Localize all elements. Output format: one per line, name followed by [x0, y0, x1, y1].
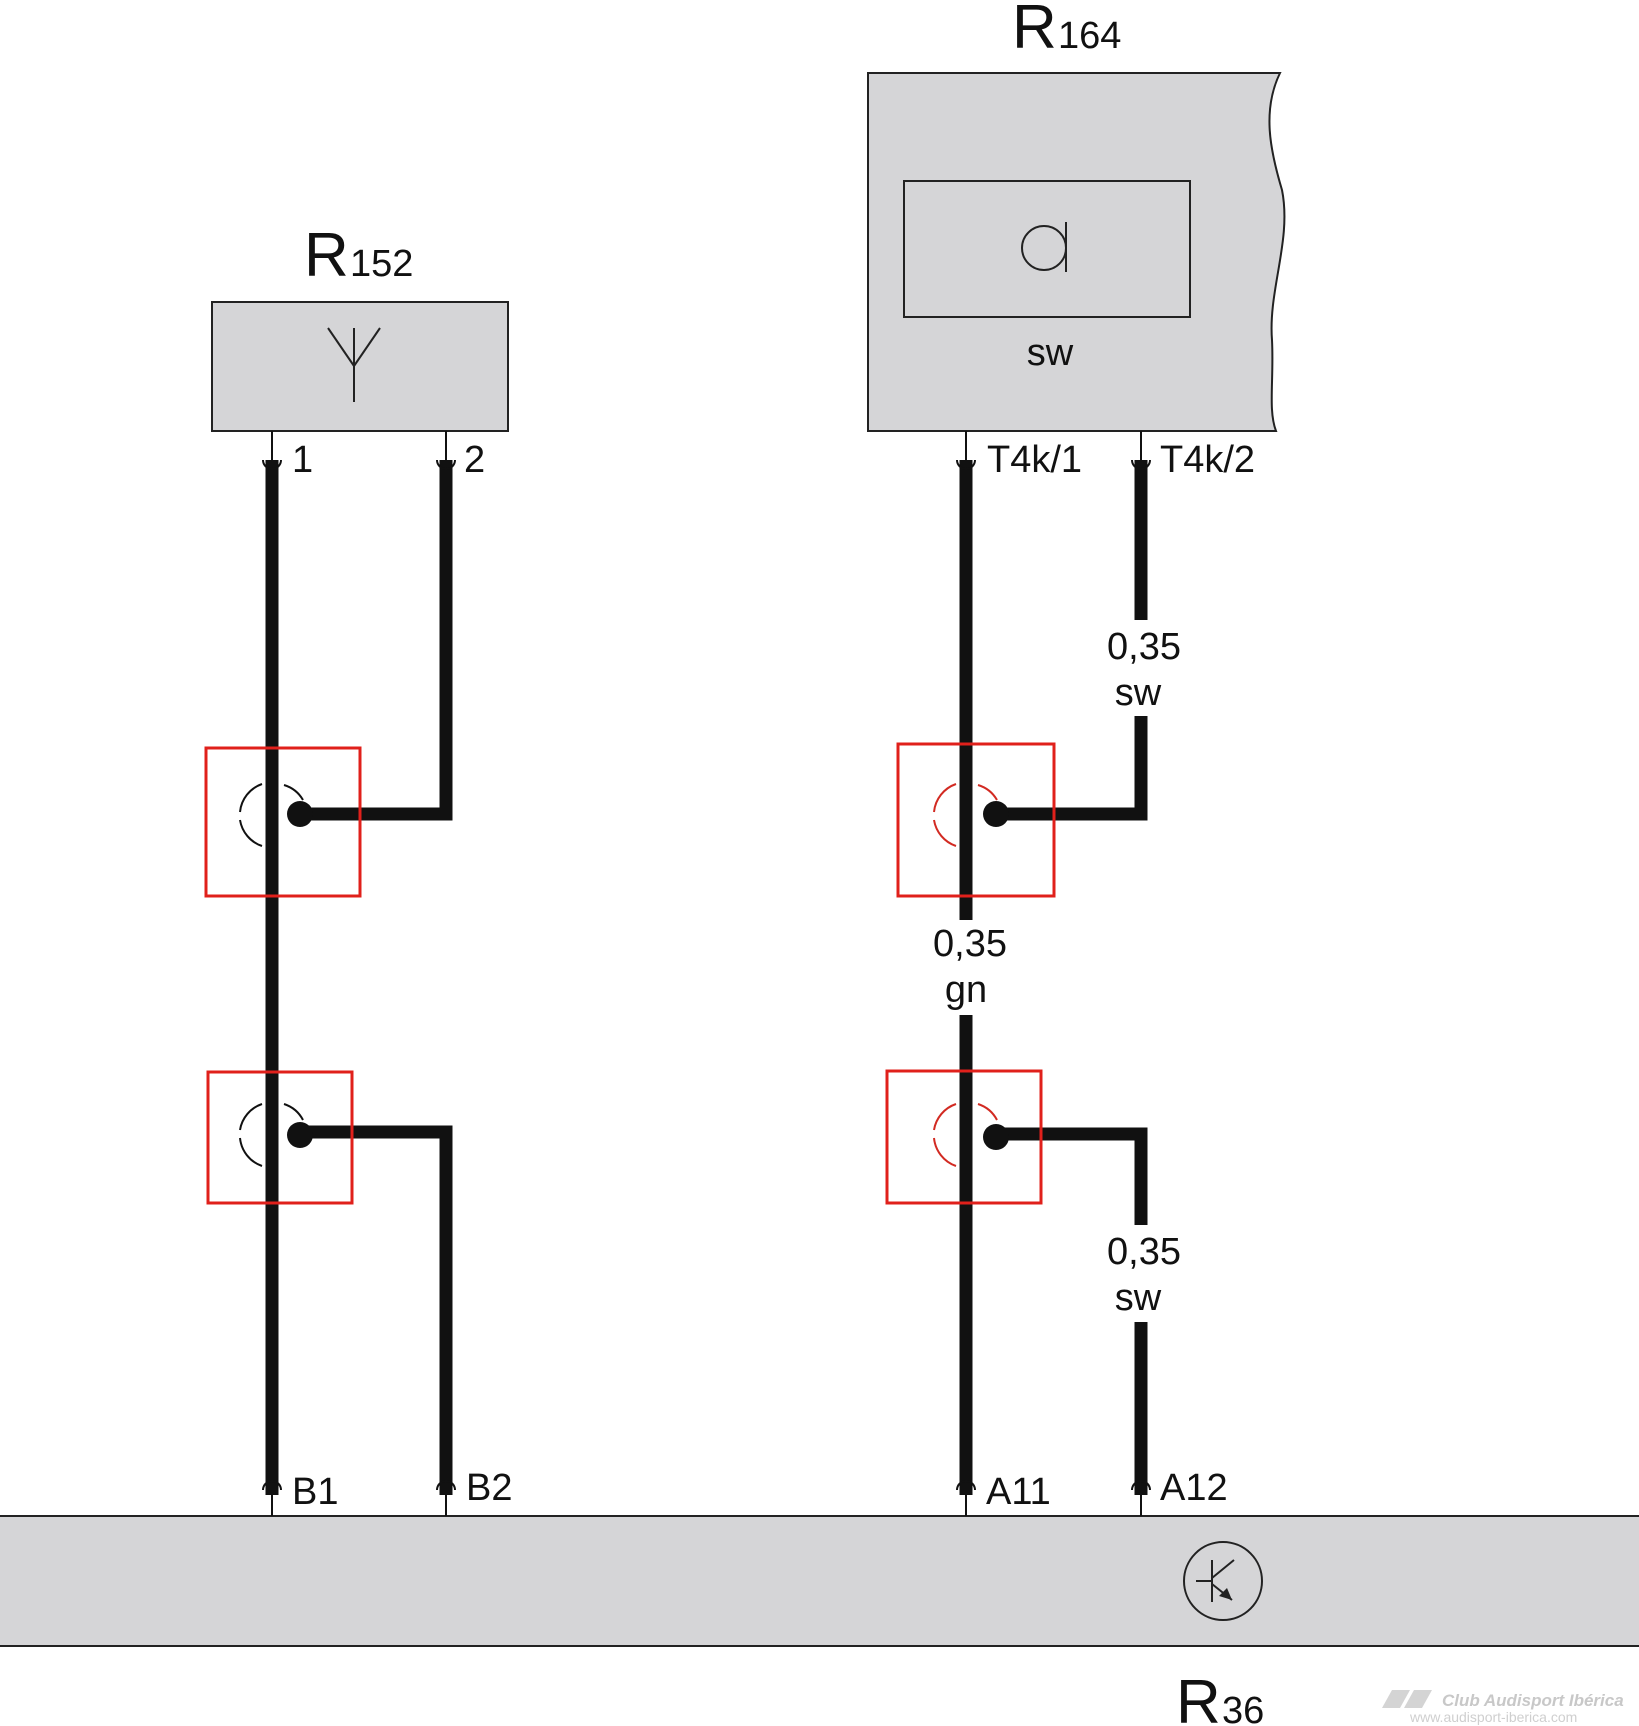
watermark-url: www.audisport-iberica.com	[1409, 1709, 1577, 1725]
highlight-box-r152-upper	[204, 746, 362, 898]
speaker-icon	[1021, 222, 1067, 272]
r164-label-number: 164	[1058, 15, 1121, 57]
component-r164: sw R 164	[867, 0, 1286, 432]
wire-size-a12: 0,35	[1107, 1231, 1181, 1273]
wire-size-t4k2: 0,35	[1107, 626, 1181, 668]
shield-junction-dot	[287, 1122, 313, 1148]
wire-r152-2-shield-upper	[300, 460, 453, 821]
pin-connector-r152-2	[436, 431, 456, 472]
pin-label-t4k1: T4k/1	[987, 439, 1082, 481]
shield-junction-dot	[983, 801, 1009, 827]
pin-label-r152-1: 1	[292, 439, 313, 481]
shield-junctions-left	[239, 783, 313, 1167]
pin-label-t4k2: T4k/2	[1160, 439, 1255, 481]
pin-connector-t4k1	[956, 431, 976, 472]
pin-connectors-top	[262, 431, 1151, 472]
pin-connector-b2	[436, 1480, 456, 1516]
component-r152: R 152	[211, 221, 509, 432]
pin-label-a12: A12	[1160, 1467, 1228, 1509]
pin-label-r152-2: 2	[464, 439, 485, 481]
wires-right	[959, 460, 1148, 1495]
wire-b2-shield-lower	[300, 1125, 453, 1495]
pin-label-a11: A11	[986, 1471, 1051, 1513]
highlight-boxes	[204, 742, 1056, 1205]
pin-label-b1: B1	[292, 1471, 338, 1513]
r152-label-number: 152	[350, 243, 413, 285]
wire-t4k2-shield	[996, 716, 1148, 821]
r164-label-letter: R	[1012, 0, 1057, 62]
highlight-box-r164-lower	[885, 1069, 1043, 1205]
wire-color-a12: sw	[1115, 1277, 1162, 1319]
pin-connector-a12	[1131, 1480, 1151, 1516]
watermark-logo-icon	[1382, 1690, 1432, 1708]
shield-junction-dot	[287, 801, 313, 827]
r36-label-letter: R	[1176, 1668, 1221, 1726]
pin-connector-a11	[956, 1480, 976, 1516]
component-r36: R 36	[0, 1515, 1639, 1726]
pin-connectors-bottom	[262, 1480, 1151, 1516]
shield-junctions-right	[933, 783, 1009, 1167]
highlight-box-r152-lower	[206, 1070, 354, 1205]
r164-symbol-text: sw	[1027, 332, 1074, 374]
pin-connector-b1	[262, 1480, 282, 1516]
wire-color-t4k2: sw	[1115, 672, 1162, 714]
wires-left	[265, 460, 453, 1495]
shield-junction-dot	[983, 1124, 1009, 1150]
pin-label-b2: B2	[466, 1467, 512, 1509]
watermark: Club Audisport Ibérica www.audisport-ibe…	[1382, 1690, 1624, 1725]
pin-connector-t4k2	[1131, 431, 1151, 472]
pin-connector-r152-1	[262, 431, 282, 472]
wire-size-t4k1: 0,35	[933, 923, 1007, 965]
r152-label-letter: R	[304, 221, 349, 290]
antenna-icon	[327, 327, 381, 402]
highlight-box-r164-upper	[896, 742, 1056, 898]
r36-label-number: 36	[1222, 1690, 1264, 1726]
wire-color-t4k1: gn	[945, 969, 987, 1011]
wire-a12-shield	[996, 1127, 1148, 1225]
transistor-icon	[1183, 1541, 1263, 1621]
watermark-title: Club Audisport Ibérica	[1442, 1691, 1624, 1710]
